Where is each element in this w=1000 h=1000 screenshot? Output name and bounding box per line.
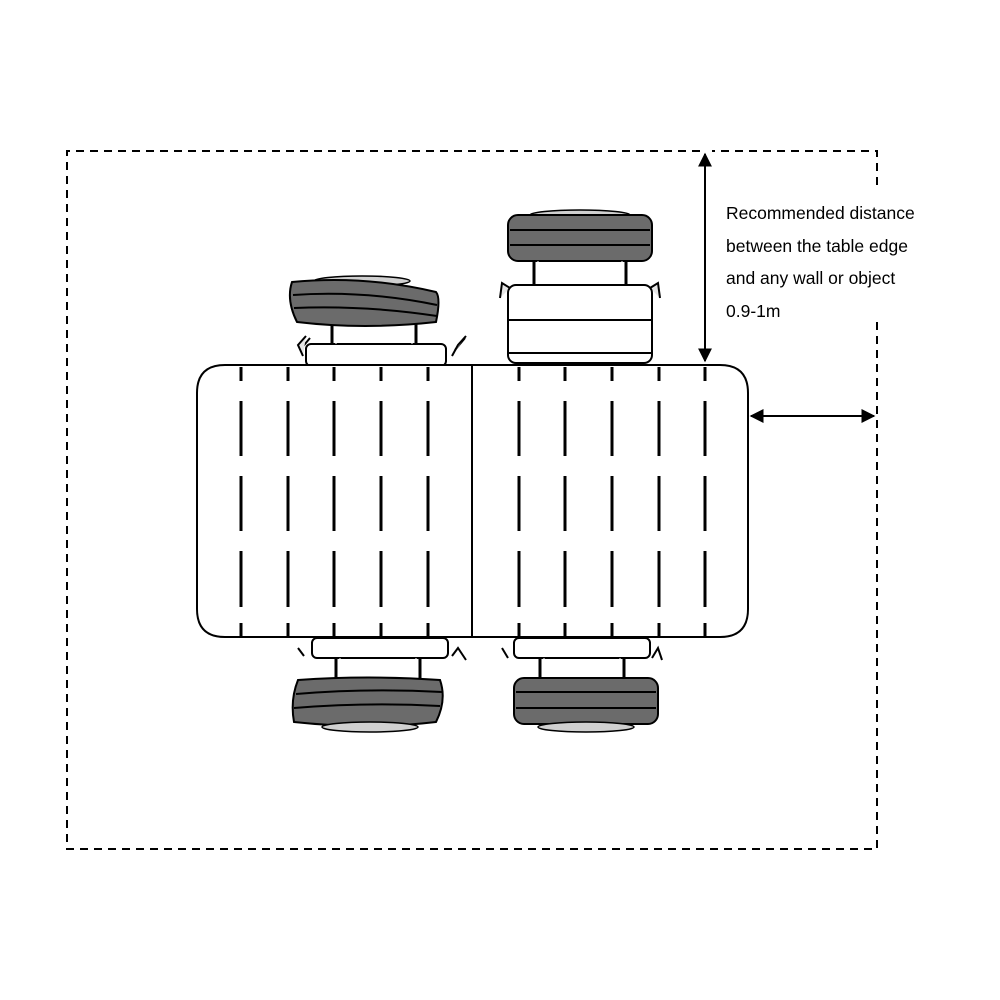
table-right-half [471, 364, 749, 638]
chair-top-right-backrest [507, 214, 653, 262]
chair-bottom-right-seat-frame [513, 637, 651, 659]
chair-bottom-left-backrest [291, 676, 444, 727]
clearance-boundary [66, 150, 878, 850]
chair-bottom-right [501, 637, 663, 733]
chair-top-right [499, 209, 661, 364]
annotation-line-4: 0.9-1m [726, 300, 781, 321]
chair-top-left [288, 275, 467, 367]
table-slats [239, 367, 707, 637]
chair-bottom-left-seat-frame [311, 637, 449, 659]
annotation-line-1: Recommended distance [726, 203, 915, 223]
annotation-line-3: and any wall or object [726, 268, 896, 288]
table [196, 364, 749, 638]
annotation-line-2: between the table edge [726, 235, 908, 256]
chair-bottom-right-backrest [513, 677, 659, 725]
chair-top-left-seat-frame [305, 343, 447, 367]
chair-top-right-seat [507, 284, 653, 364]
clearance-annotation: Recommended distance between the table e… [726, 197, 991, 327]
chair-bottom-left [291, 637, 467, 733]
chair-top-left-backrest [288, 278, 440, 327]
